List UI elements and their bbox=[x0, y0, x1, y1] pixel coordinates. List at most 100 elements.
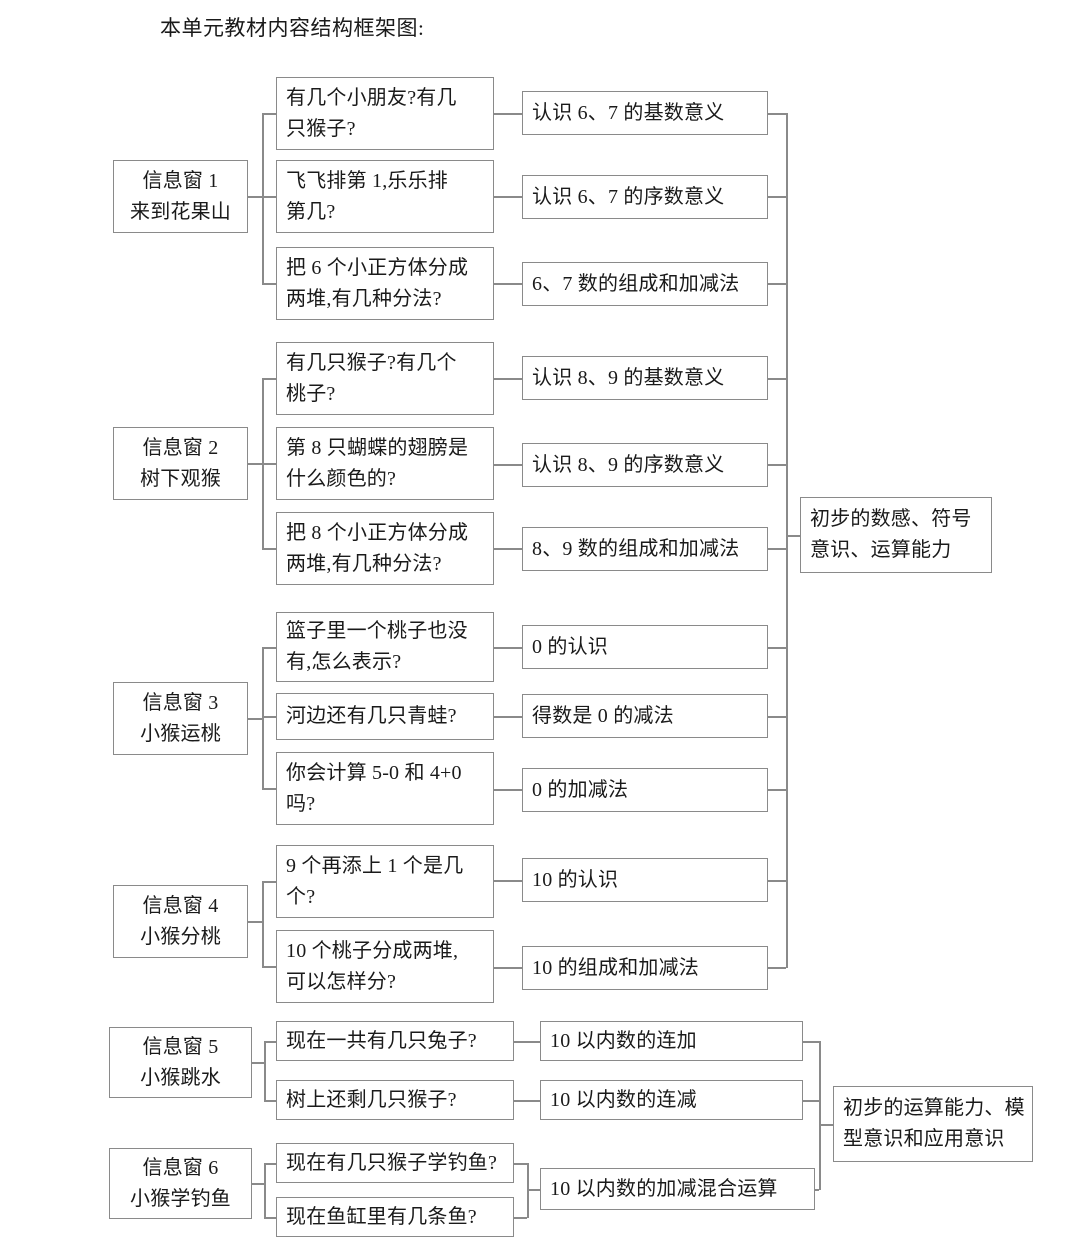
topic-line: 0 的认识 bbox=[532, 635, 608, 658]
connector bbox=[264, 1217, 276, 1219]
connector bbox=[803, 1100, 819, 1102]
connector bbox=[262, 548, 276, 550]
question-node: 10 个桃子分成两堆, 可以怎样分? bbox=[276, 930, 494, 1003]
source-line: 树下观猴 bbox=[140, 467, 221, 490]
topic-node: 10 以内数的连加 bbox=[540, 1021, 803, 1061]
connector bbox=[494, 548, 522, 550]
source-line: 信息窗 4 bbox=[142, 894, 219, 917]
topic-node: 10 以内数的加减混合运算 bbox=[540, 1168, 815, 1210]
connector bbox=[494, 196, 522, 198]
topic-line: 认识 6、7 的基数意义 bbox=[532, 101, 725, 124]
topic-node: 10 的组成和加减法 bbox=[522, 946, 768, 990]
question-line: 什么颜色的? bbox=[286, 467, 397, 490]
connector bbox=[494, 647, 522, 649]
connector bbox=[262, 283, 276, 285]
connector bbox=[514, 1163, 527, 1165]
question-node: 你会计算 5-0 和 4+0 吗? bbox=[276, 752, 494, 825]
connector bbox=[514, 1217, 527, 1219]
topic-node: 认识 6、7 的基数意义 bbox=[522, 91, 768, 135]
topic-node: 8、9 数的组成和加减法 bbox=[522, 527, 768, 571]
connector bbox=[248, 463, 262, 465]
connector bbox=[819, 1124, 833, 1126]
connector bbox=[494, 880, 522, 882]
question-node: 飞飞排第 1,乐乐排 第几? bbox=[276, 160, 494, 233]
outcome-line: 初步的运算能力、模 bbox=[843, 1097, 1025, 1119]
connector bbox=[262, 647, 276, 649]
connector bbox=[494, 789, 522, 791]
question-line: 树上还剩几只猴子? bbox=[286, 1088, 457, 1111]
connector bbox=[262, 196, 276, 198]
connector bbox=[262, 113, 276, 115]
connector bbox=[514, 1100, 540, 1102]
connector bbox=[768, 647, 786, 649]
connector bbox=[786, 535, 800, 537]
topic-line: 10 以内数的连减 bbox=[550, 1088, 697, 1111]
source-line: 小猴运桃 bbox=[140, 722, 221, 745]
outcome-line: 型意识和应用意识 bbox=[843, 1128, 1005, 1150]
question-node: 篮子里一个桃子也没 有,怎么表示? bbox=[276, 612, 494, 682]
connector bbox=[494, 378, 522, 380]
outcome-node-upper: 初步的数感、符号 意识、运算能力 bbox=[800, 497, 992, 573]
connector bbox=[262, 788, 276, 790]
connector bbox=[262, 966, 276, 968]
connector bbox=[815, 1189, 819, 1191]
connector bbox=[768, 464, 786, 466]
question-line: 有几个小朋友?有几 bbox=[286, 86, 457, 109]
connector bbox=[768, 548, 786, 550]
question-line: 桃子? bbox=[286, 382, 336, 405]
question-line: 你会计算 5-0 和 4+0 bbox=[286, 761, 462, 784]
question-line: 把 6 个小正方体分成 bbox=[286, 256, 469, 279]
topic-node: 6、7 数的组成和加减法 bbox=[522, 262, 768, 306]
source-line: 信息窗 3 bbox=[142, 691, 219, 714]
connector bbox=[768, 716, 786, 718]
connector bbox=[768, 113, 786, 115]
connector bbox=[494, 716, 522, 718]
topic-line: 10 以内数的加减混合运算 bbox=[550, 1177, 778, 1200]
topic-line: 认识 8、9 的序数意义 bbox=[532, 453, 725, 476]
connector bbox=[803, 1041, 819, 1043]
question-node: 有几个小朋友?有几 只猴子? bbox=[276, 77, 494, 150]
source-node-window-2: 信息窗 2 树下观猴 bbox=[113, 427, 248, 500]
question-node: 树上还剩几只猴子? bbox=[276, 1080, 514, 1120]
question-node: 河边还有几只青蛙? bbox=[276, 693, 494, 740]
source-node-window-3: 信息窗 3 小猴运桃 bbox=[113, 682, 248, 755]
outcome-line: 意识、运算能力 bbox=[810, 539, 952, 561]
connector bbox=[514, 1041, 540, 1043]
topic-line: 10 以内数的连加 bbox=[550, 1029, 697, 1052]
connector bbox=[494, 967, 522, 969]
source-line: 信息窗 6 bbox=[142, 1156, 219, 1179]
question-line: 9 个再添上 1 个是几 bbox=[286, 854, 464, 877]
topic-line: 得数是 0 的减法 bbox=[532, 704, 674, 727]
source-node-window-5: 信息窗 5 小猴跳水 bbox=[109, 1027, 252, 1098]
connector bbox=[262, 378, 276, 380]
connector bbox=[248, 718, 262, 720]
question-line: 飞飞排第 1,乐乐排 bbox=[286, 169, 448, 192]
question-node: 把 8 个小正方体分成 两堆,有几种分法? bbox=[276, 512, 494, 585]
question-line: 现在鱼缸里有几条鱼? bbox=[286, 1205, 477, 1228]
connector bbox=[262, 647, 264, 789]
question-line: 把 8 个小正方体分成 bbox=[286, 521, 469, 544]
connector bbox=[527, 1163, 529, 1218]
connector bbox=[768, 283, 786, 285]
connector bbox=[494, 464, 522, 466]
source-line: 信息窗 5 bbox=[142, 1035, 219, 1058]
connector bbox=[262, 463, 276, 465]
topic-node: 认识 8、9 的序数意义 bbox=[522, 443, 768, 487]
question-node: 现在鱼缸里有几条鱼? bbox=[276, 1197, 514, 1237]
connector bbox=[262, 113, 264, 284]
connector bbox=[252, 1183, 264, 1185]
source-line: 信息窗 1 bbox=[142, 169, 219, 192]
topic-node: 认识 6、7 的序数意义 bbox=[522, 175, 768, 219]
question-line: 两堆,有几种分法? bbox=[286, 552, 442, 575]
question-line: 个? bbox=[286, 885, 316, 908]
connector bbox=[264, 1163, 276, 1165]
connector bbox=[264, 1041, 266, 1101]
connector bbox=[262, 881, 276, 883]
outcome-node-lower: 初步的运算能力、模 型意识和应用意识 bbox=[833, 1086, 1033, 1162]
outcome-line: 初步的数感、符号 bbox=[810, 508, 972, 530]
connector bbox=[768, 789, 786, 791]
topic-line: 认识 8、9 的基数意义 bbox=[532, 366, 725, 389]
question-line: 可以怎样分? bbox=[286, 970, 397, 993]
question-node: 有几只猴子?有几个 桃子? bbox=[276, 342, 494, 415]
